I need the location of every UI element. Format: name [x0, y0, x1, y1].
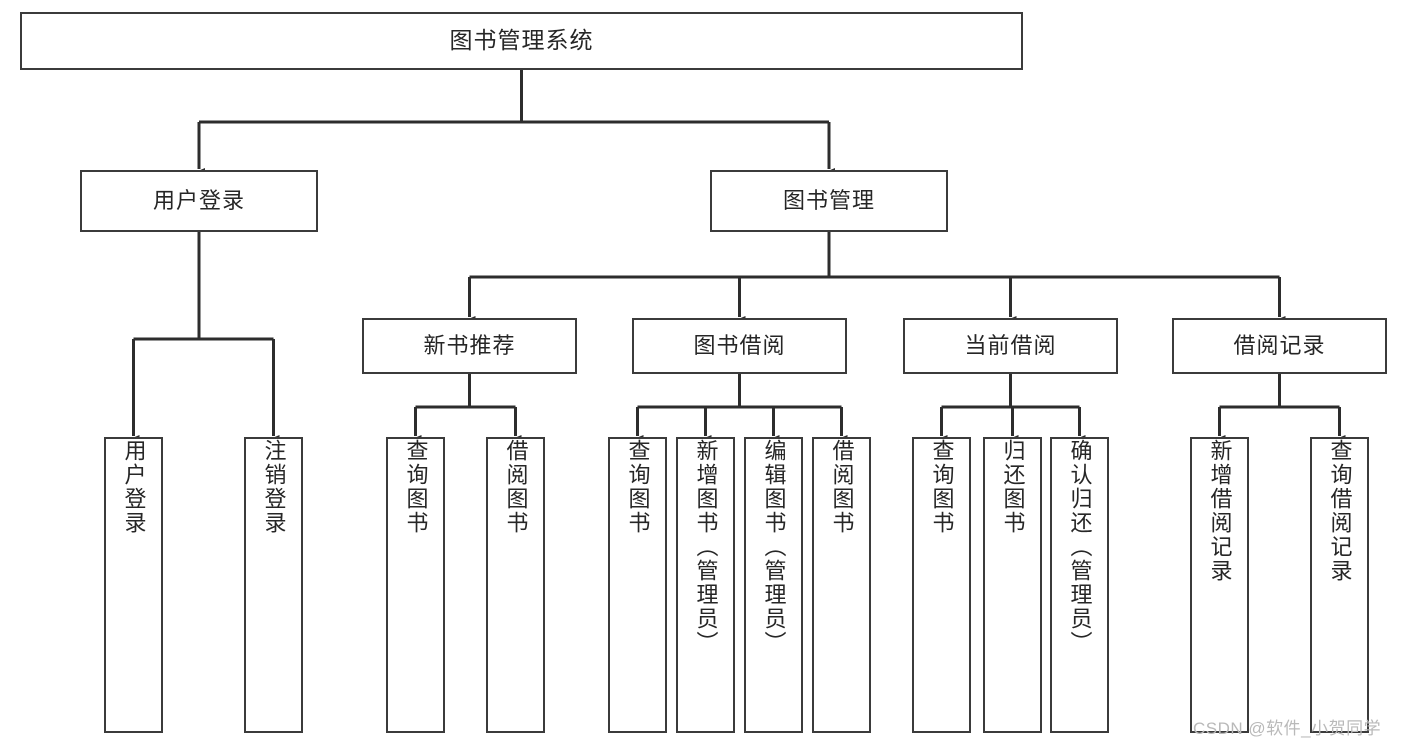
node-leaf-add-book[interactable]: 新增图书（管理员）: [676, 437, 735, 733]
node-label: 查询图书: [625, 439, 651, 535]
node-label: 当前借阅: [964, 333, 1057, 359]
node-label: 编辑图书（管理员）: [761, 439, 787, 655]
node-leaf-return-book[interactable]: 归还图书: [983, 437, 1042, 733]
node-leaf-query-book-1[interactable]: 查询图书: [386, 437, 445, 733]
node-leaf-user-login[interactable]: 用户登录: [104, 437, 163, 733]
node-label: 用户登录: [152, 188, 245, 214]
node-label: 新增借阅记录: [1207, 439, 1233, 583]
node-leaf-add-record[interactable]: 新增借阅记录: [1190, 437, 1249, 733]
node-label: 注销登录: [261, 439, 287, 535]
node-user-login[interactable]: 用户登录: [80, 170, 318, 232]
node-leaf-borrow-book-2[interactable]: 借阅图书: [812, 437, 871, 733]
node-label: 确认归还（管理员）: [1067, 439, 1093, 655]
node-label: 借阅图书: [829, 439, 855, 535]
node-leaf-query-book-2[interactable]: 查询图书: [608, 437, 667, 733]
node-book-borrow[interactable]: 图书借阅: [632, 318, 847, 374]
node-label: 归还图书: [1000, 439, 1026, 535]
csdn-watermark: CSDN @软件_小贺同学: [1193, 719, 1382, 738]
node-label: 新增图书（管理员）: [693, 439, 719, 655]
node-book-manage[interactable]: 图书管理: [710, 170, 948, 232]
node-label: 图书管理系统: [449, 27, 594, 54]
node-label: 查询借阅记录: [1327, 439, 1353, 583]
node-label: 借阅图书: [503, 439, 529, 535]
node-leaf-logout[interactable]: 注销登录: [244, 437, 303, 733]
node-borrow-record[interactable]: 借阅记录: [1172, 318, 1387, 374]
node-label: 新书推荐: [423, 333, 516, 359]
node-label: 借阅记录: [1233, 333, 1326, 359]
node-leaf-edit-book[interactable]: 编辑图书（管理员）: [744, 437, 803, 733]
node-leaf-query-record[interactable]: 查询借阅记录: [1310, 437, 1369, 733]
node-current-borrow[interactable]: 当前借阅: [903, 318, 1118, 374]
node-label: 查询图书: [929, 439, 955, 535]
node-leaf-confirm-return[interactable]: 确认归还（管理员）: [1050, 437, 1109, 733]
node-root[interactable]: 图书管理系统: [20, 12, 1023, 70]
node-label: 用户登录: [121, 439, 147, 535]
node-label: 图书借阅: [693, 333, 786, 359]
node-label: 查询图书: [403, 439, 429, 535]
node-leaf-borrow-book-1[interactable]: 借阅图书: [486, 437, 545, 733]
node-label: 图书管理: [782, 188, 875, 214]
edge-paths: [127, 70, 1346, 445]
node-leaf-query-book-3[interactable]: 查询图书: [912, 437, 971, 733]
node-new-book-rec[interactable]: 新书推荐: [362, 318, 577, 374]
